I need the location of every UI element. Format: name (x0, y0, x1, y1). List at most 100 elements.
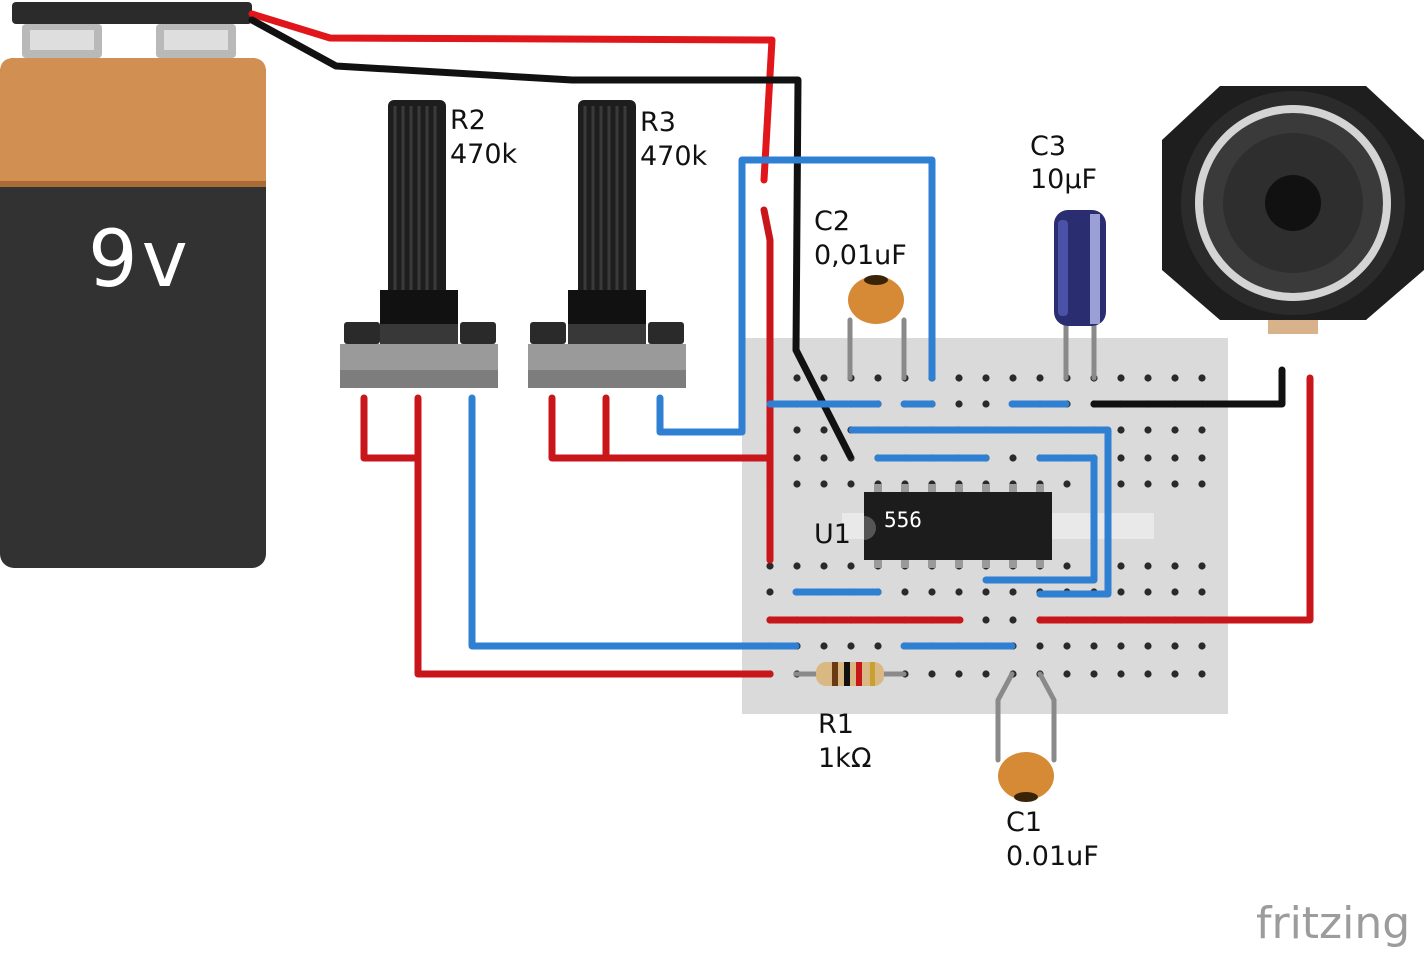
breadboard-hole (1117, 642, 1125, 650)
breadboard-hole (874, 642, 882, 650)
breadboard-hole (820, 480, 828, 488)
c2-legs (847, 317, 907, 381)
breadboard-hole (1171, 670, 1179, 678)
breadboard-hole (1009, 588, 1017, 596)
battery-black-lead (248, 16, 854, 460)
r2-value: 470k (450, 139, 518, 170)
breadboard-hole (793, 480, 801, 488)
chip-pin (955, 484, 963, 492)
u1-ref: U1 (814, 519, 851, 550)
wire-blue (982, 454, 1098, 584)
breadboard-hole (820, 426, 828, 434)
breadboard-hole (1009, 616, 1017, 624)
battery-label: 9v (88, 215, 192, 305)
breadboard-hole (1144, 374, 1152, 382)
c3-value: 10µF (1030, 164, 1098, 195)
breadboard-hole (1117, 670, 1125, 678)
breadboard-hole (1198, 670, 1206, 678)
c1-value: 0.01uF (1006, 841, 1099, 872)
r3-value: 470k (640, 141, 708, 172)
breadboard-hole (1198, 642, 1206, 650)
breadboard-hole (982, 588, 990, 596)
c2-value: 0,01uF (814, 240, 907, 271)
breadboard-hole (1144, 480, 1152, 488)
wire-red (548, 394, 774, 462)
breadboard-hole (1090, 642, 1098, 650)
c1-ref: C1 (1006, 807, 1043, 838)
c2-ref: C2 (814, 206, 851, 237)
breadboard-hole (793, 426, 801, 434)
breadboard-hole (1144, 426, 1152, 434)
breadboard-hole (1009, 374, 1017, 382)
speaker (1162, 86, 1424, 334)
breadboard-hole (955, 400, 963, 408)
chip-pin (928, 484, 936, 492)
wire-red (414, 394, 774, 678)
c1-legs (995, 671, 1057, 763)
potentiometer-r3 (528, 100, 686, 388)
fritzing-logo: fritzing (1256, 898, 1411, 949)
breadboard-hole (982, 374, 990, 382)
breadboard-hole (874, 374, 882, 382)
breadboard-hole (1144, 588, 1152, 596)
breadboard-hole (1117, 480, 1125, 488)
breadboard-hole (955, 670, 963, 678)
capacitor-c1 (998, 752, 1054, 802)
breadboard-hole (955, 588, 963, 596)
chip-pin (1036, 484, 1044, 492)
breadboard-hole (1036, 642, 1044, 650)
breadboard-hole (1171, 454, 1179, 462)
chip-pin (955, 560, 963, 568)
wire-blue (848, 426, 1112, 598)
chip-pin (1009, 484, 1017, 492)
chip-pin (874, 560, 882, 568)
breadboard-hole (1117, 454, 1125, 462)
breadboard-hole (1171, 426, 1179, 434)
breadboard-hole (1117, 374, 1125, 382)
breadboard-hole (1171, 374, 1179, 382)
breadboard-hole (901, 588, 909, 596)
breadboard-hole (1117, 588, 1125, 596)
chip-pin (1009, 560, 1017, 568)
breadboard-hole (1198, 374, 1206, 382)
breadboard-hole (982, 400, 990, 408)
ic-556-chip (864, 492, 1052, 560)
r1-ref: R1 (818, 709, 854, 740)
chip-pin (982, 484, 990, 492)
breadboard-hole (1144, 670, 1152, 678)
breadboard-hole (1144, 562, 1152, 570)
breadboard-hole (1063, 642, 1071, 650)
r3-ref: R3 (640, 107, 676, 138)
breadboard-hole (928, 670, 936, 678)
capacitor-c2 (848, 275, 904, 324)
breadboard-hole (766, 588, 774, 596)
breadboard-hole (982, 670, 990, 678)
breadboard-hole (793, 454, 801, 462)
breadboard-hole (847, 480, 855, 488)
wire-blue (656, 156, 936, 436)
wire-red (1036, 374, 1314, 624)
breadboard-hole (1063, 562, 1071, 570)
breadboard-hole (1171, 588, 1179, 596)
breadboard-hole (1036, 374, 1044, 382)
potentiometer-r2 (340, 100, 498, 388)
breadboard-hole (1171, 642, 1179, 650)
breadboard-hole (1198, 426, 1206, 434)
breadboard-hole (820, 562, 828, 570)
r1-value: 1kΩ (818, 743, 872, 774)
wire-blue (468, 394, 800, 650)
breadboard-hole (820, 374, 828, 382)
breadboard-hole (1198, 480, 1206, 488)
breadboard-hole (982, 616, 990, 624)
c3-legs (1063, 319, 1097, 381)
wire-red (360, 394, 422, 462)
battery-9v (0, 2, 266, 568)
breadboard-hole (955, 374, 963, 382)
c3-ref: C3 (1030, 131, 1067, 162)
breadboard-hole (847, 562, 855, 570)
breadboard-hole (1144, 642, 1152, 650)
wire-red (760, 206, 774, 564)
chip-pin (901, 484, 909, 492)
breadboard-hole (766, 562, 774, 570)
